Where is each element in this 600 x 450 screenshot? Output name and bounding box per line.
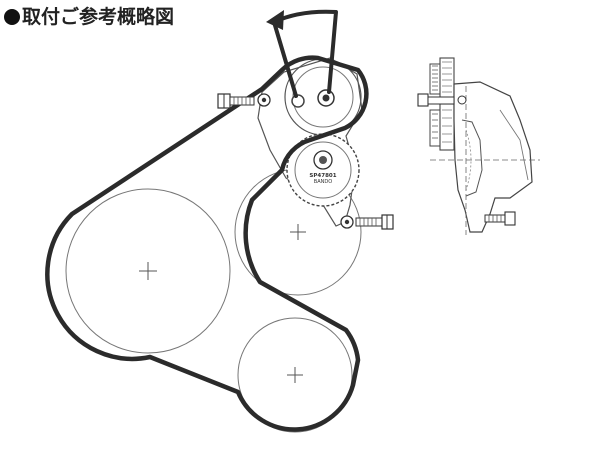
tensioner-pulley: SP47801 BANDO: [286, 133, 360, 207]
right-mounting-bolt: [340, 214, 394, 230]
lower-pulley: [237, 317, 353, 433]
left-mounting-bolt: [217, 93, 271, 109]
tensioner-label-2: BANDO: [314, 179, 332, 185]
tensioner-label-1: SP47801: [309, 173, 336, 179]
side-view-tensioner: [417, 57, 540, 235]
bullet-icon: [4, 9, 20, 25]
page-title-text: 取付ご参考概略図: [22, 6, 175, 28]
serpentine-belt: [45, 55, 369, 432]
curved-arrow-icon: [266, 9, 338, 98]
page-title: 取付ご参考概略図: [4, 4, 174, 30]
crank-pulley: [65, 188, 231, 354]
